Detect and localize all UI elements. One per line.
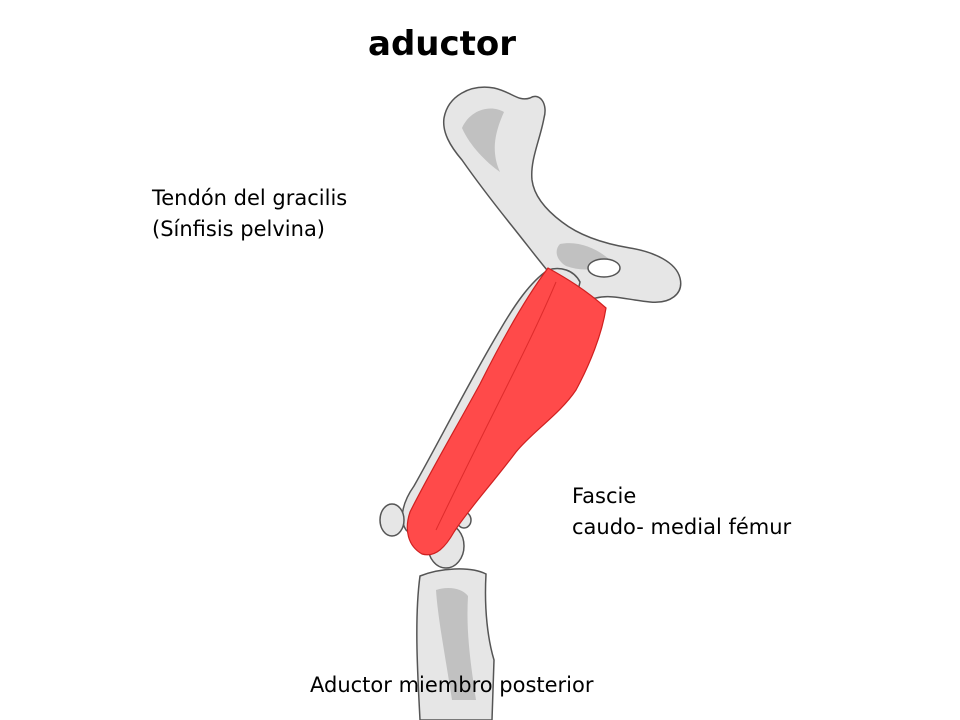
figure-caption: Aductor miembro posterior (310, 673, 594, 697)
adductor-muscle (406, 267, 607, 556)
insertion-label-line-2: caudo- medial fémur (572, 515, 792, 539)
tibia-bone (416, 568, 495, 720)
figure-title: aductor (368, 24, 517, 64)
pelvis-bone (442, 86, 682, 303)
origin-label: Tendón del gracilis (Sínfisis pelvina) (152, 183, 347, 245)
insertion-label-line-1: Fascie (572, 484, 637, 508)
adductor-muscle-edge (435, 281, 557, 531)
origin-label-line-2: (Sínfisis pelvina) (152, 217, 326, 241)
origin-label-line-1: Tendón del gracilis (152, 186, 348, 210)
insertion-label: Fascie caudo- medial fémur (572, 481, 791, 543)
